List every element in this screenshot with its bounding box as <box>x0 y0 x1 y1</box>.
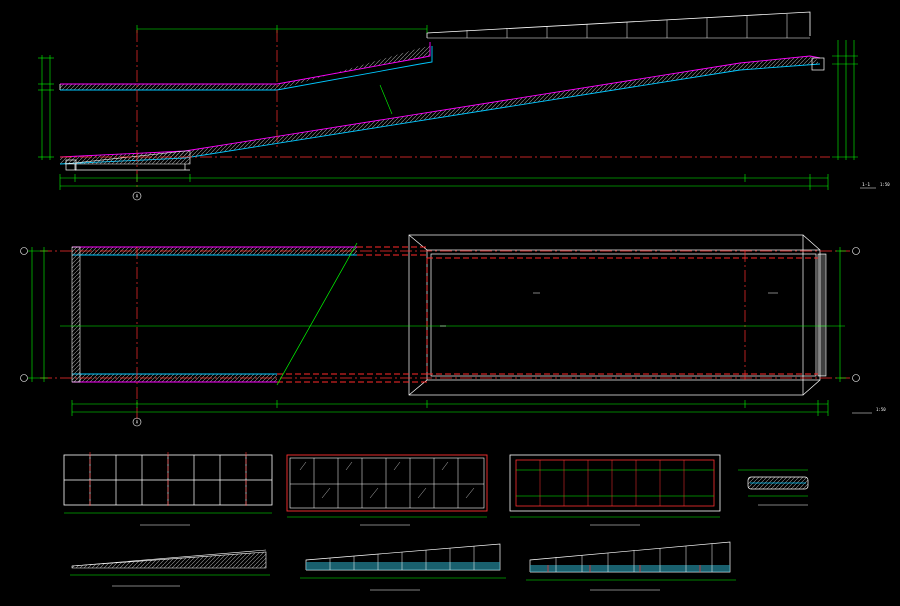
plan-side-dimensions <box>28 247 846 382</box>
section-roof-ticks <box>427 14 810 39</box>
section-sloped-slab <box>59 55 825 171</box>
section-axis-bubble <box>132 191 142 201</box>
plan-markers <box>440 292 778 327</box>
section-top-dimension <box>136 25 428 33</box>
plan-bottom-dimensions <box>71 400 829 416</box>
plan-upper-outline <box>408 234 821 396</box>
section-view: A 1-1 1:50 <box>38 11 890 201</box>
section-roof-outline <box>426 11 811 38</box>
plan-axis-lines <box>40 247 850 420</box>
section-leader <box>379 84 393 115</box>
section-axis-lines <box>60 30 830 190</box>
plan-cut-line <box>276 242 358 386</box>
section-axis-label: A <box>136 194 139 199</box>
plan-walls <box>71 246 827 383</box>
plan-view: A 1:50 <box>20 234 886 427</box>
section-left-dimensions <box>38 55 54 160</box>
detail-stair-2 <box>300 543 506 591</box>
detail-beam-section <box>738 469 809 506</box>
detail-hatched-panel <box>286 454 488 526</box>
section-upper-beam <box>59 42 433 91</box>
section-right-dimensions <box>832 40 858 160</box>
plan-scale: 1:50 <box>876 407 886 412</box>
detail-grid-panel <box>63 452 273 526</box>
detail-stair-3 <box>526 541 736 591</box>
plan-axis-label: A <box>136 420 139 425</box>
detail-rebar-panel <box>509 454 721 526</box>
detail-stair-1 <box>70 549 270 587</box>
section-bottom-dimensions <box>59 174 829 190</box>
plan-axis-bubbles <box>20 247 860 427</box>
plan-hidden-lines <box>277 246 818 383</box>
section-title: 1-1 <box>862 182 870 188</box>
section-scale: 1:50 <box>880 182 890 187</box>
